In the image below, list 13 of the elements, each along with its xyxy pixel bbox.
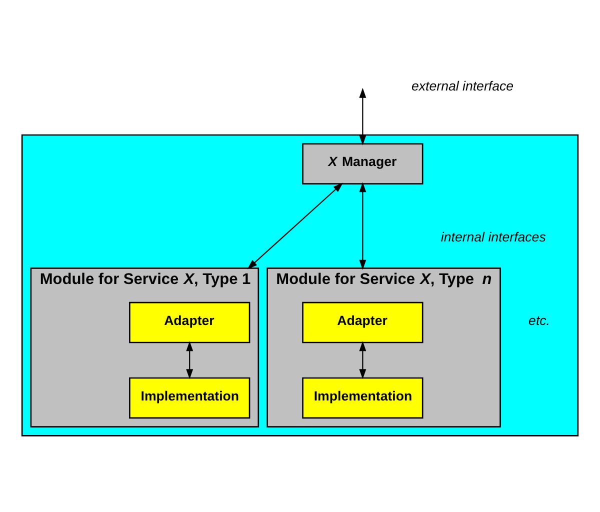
label: internal interfaces (440, 229, 546, 244)
label: external interface (412, 78, 514, 94)
arrow (186, 340, 194, 379)
node-box: X Manager (302, 142, 424, 184)
node-box: Implementation (302, 376, 424, 418)
arrow (247, 182, 344, 269)
arrow (359, 340, 366, 379)
node-box: Implementation (129, 376, 250, 418)
node-box: Adapter (129, 301, 250, 343)
arrow (359, 87, 366, 145)
label: etc. (528, 312, 550, 328)
arrow (359, 182, 366, 270)
node-box: Adapter (302, 301, 424, 343)
